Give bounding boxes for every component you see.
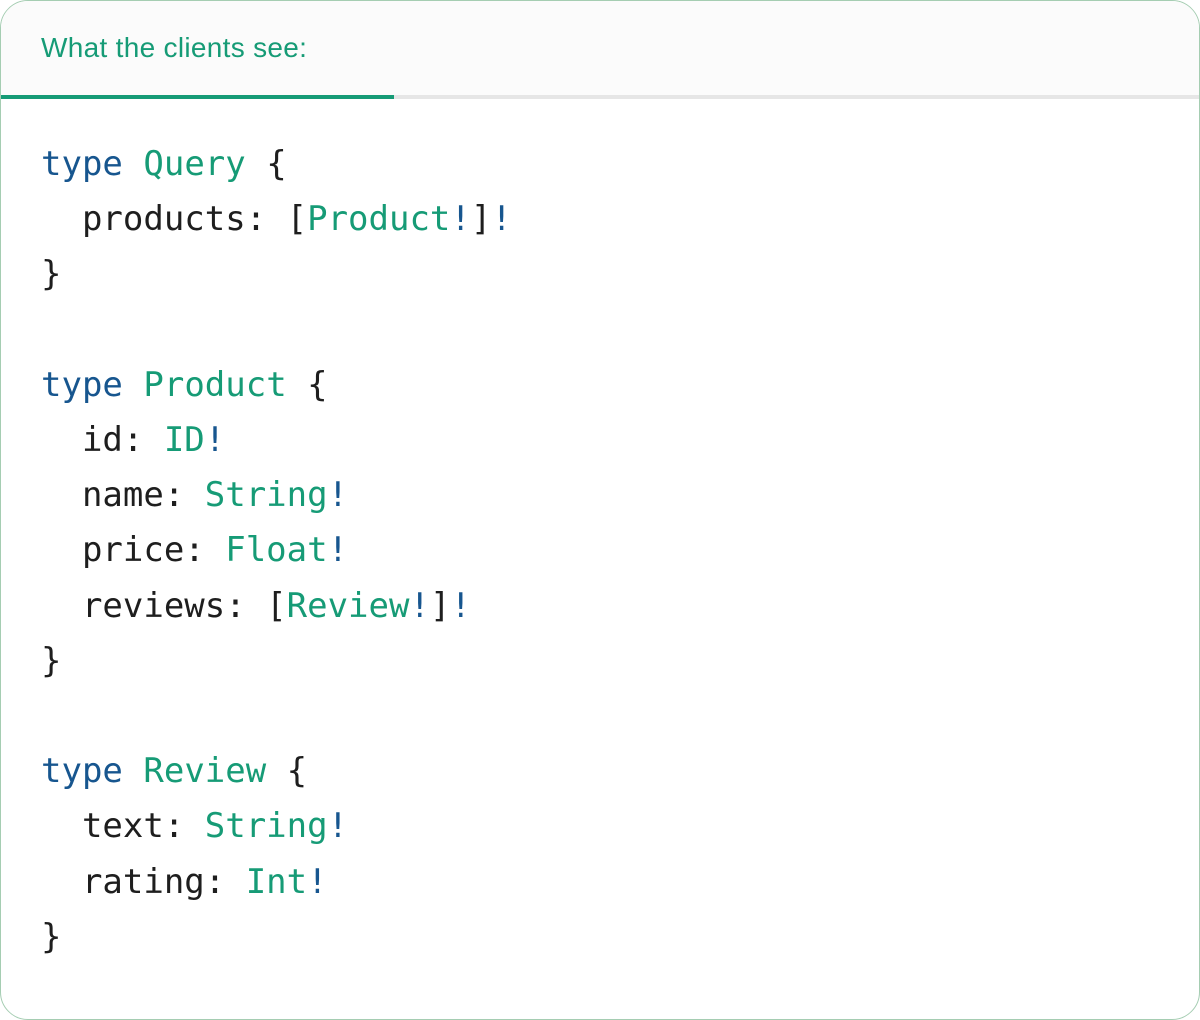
tab-what-clients-see[interactable]: What the clients see: bbox=[1, 32, 307, 64]
graphql-schema-code: type Query { products: [Product!]! } typ… bbox=[1, 99, 1199, 965]
code-token: ! bbox=[450, 199, 471, 240]
code-token: } bbox=[41, 640, 62, 681]
code-token: name: bbox=[41, 475, 205, 516]
code-token: Product bbox=[143, 364, 287, 405]
code-token: ! bbox=[204, 420, 226, 461]
code-token: id: bbox=[41, 420, 164, 461]
code-token: type bbox=[41, 751, 123, 792]
code-token: ] bbox=[429, 585, 451, 626]
code-token: Review bbox=[143, 751, 267, 792]
code-token: } bbox=[41, 916, 62, 957]
code-token: { bbox=[286, 364, 328, 405]
code-token: text: bbox=[41, 806, 205, 847]
code-token: ! bbox=[491, 199, 512, 240]
code-token: Int bbox=[245, 861, 308, 902]
active-tab-indicator bbox=[1, 95, 394, 99]
code-token: Query bbox=[143, 144, 246, 184]
code-token bbox=[123, 365, 143, 405]
code-token: Review bbox=[286, 585, 410, 626]
code-token: ! bbox=[327, 806, 349, 847]
code-token: ! bbox=[327, 475, 349, 516]
code-token: rating: bbox=[41, 861, 246, 902]
code-token: ID bbox=[163, 420, 205, 461]
code-token: ! bbox=[409, 585, 430, 626]
code-token: type bbox=[41, 364, 123, 405]
code-token: Product bbox=[307, 199, 451, 240]
code-token bbox=[123, 144, 143, 184]
code-token: type bbox=[41, 144, 123, 184]
tab-label: What the clients see: bbox=[41, 32, 308, 63]
code-token: ! bbox=[327, 530, 349, 571]
code-token: ! bbox=[450, 585, 471, 626]
code-token: ! bbox=[307, 861, 328, 902]
code-token: reviews: [ bbox=[41, 585, 287, 626]
code-token: String bbox=[204, 806, 328, 847]
code-token: price: bbox=[41, 530, 226, 571]
tab-bar: What the clients see: bbox=[1, 1, 1199, 99]
code-token bbox=[123, 751, 143, 791]
code-token: Float bbox=[225, 530, 328, 571]
code-token: String bbox=[204, 475, 328, 516]
code-token: } bbox=[41, 254, 62, 295]
code-token: { bbox=[245, 144, 287, 184]
code-token: { bbox=[266, 751, 308, 792]
code-token: products: [ bbox=[41, 199, 308, 240]
code-token: ] bbox=[470, 199, 492, 240]
